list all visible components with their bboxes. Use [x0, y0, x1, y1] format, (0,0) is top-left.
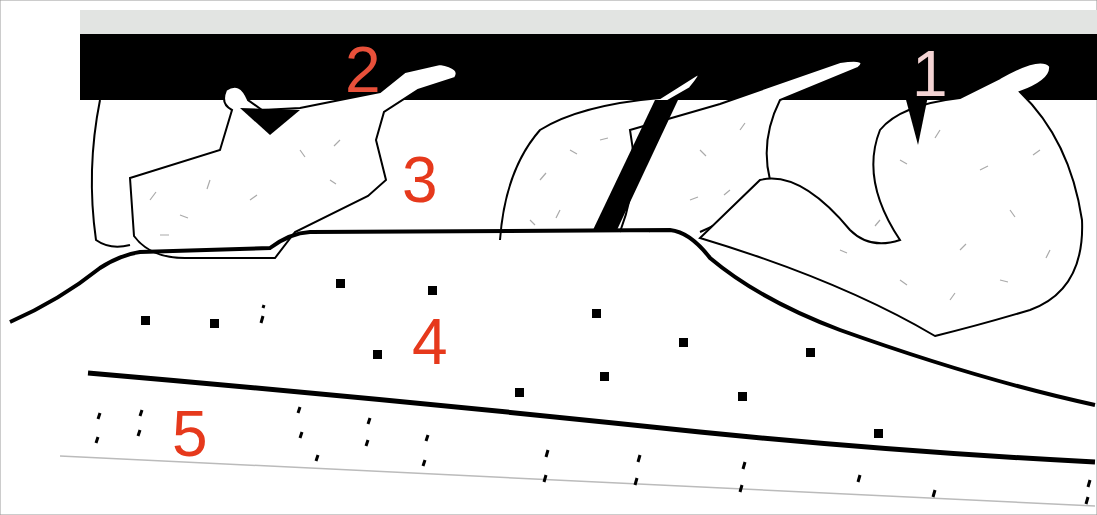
top-strip	[80, 10, 1097, 34]
block-lobe	[130, 64, 457, 258]
callout-number: 2	[345, 38, 381, 102]
lobe-texture	[150, 123, 1050, 300]
lobe-edge	[92, 100, 130, 247]
callout-number: 3	[402, 148, 438, 212]
black-wedge	[592, 100, 678, 232]
callout-number: 1	[912, 42, 948, 106]
right-lobe	[700, 62, 1082, 336]
layer-dots	[141, 279, 883, 438]
callout-number: 4	[412, 310, 448, 374]
boundary-line	[88, 373, 1095, 462]
layer-ticks	[96, 305, 1090, 504]
base-line	[60, 456, 1095, 506]
callout-number: 5	[172, 402, 208, 466]
black-drip	[240, 108, 300, 135]
